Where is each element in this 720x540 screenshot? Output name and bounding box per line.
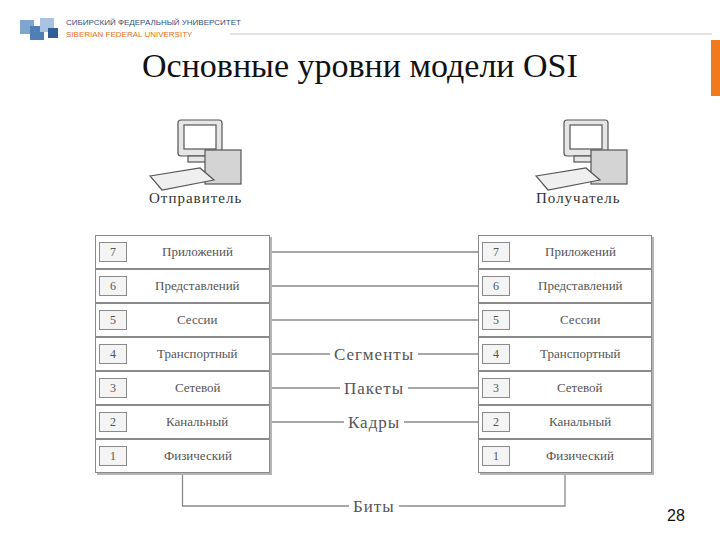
pdu-label: Биты — [349, 497, 399, 516]
pdu-label: Кадры — [344, 413, 404, 432]
layer-name: Приложений — [545, 244, 616, 260]
layer-number: 1 — [99, 446, 127, 466]
layer-number: 2 — [482, 412, 510, 432]
layer-number: 3 — [99, 378, 127, 398]
layer-number: 4 — [99, 344, 127, 364]
osi-layer-box: 7 Приложений — [478, 235, 652, 269]
logo-text: СИБИРСКИЙ ФЕДЕРАЛЬНЫЙ УНИВЕРСИТЕТ — [66, 18, 241, 27]
layer-number: 4 — [482, 344, 510, 364]
layer-number: 6 — [99, 276, 127, 296]
layer-number: 5 — [99, 310, 127, 330]
osi-layer-box: 3 Сетевой — [478, 371, 652, 405]
protocol-link — [272, 251, 478, 252]
station-label: Отправитель — [149, 190, 242, 207]
layer-name: Сетевой — [175, 380, 221, 396]
osi-layer-box: 7 Приложений — [95, 235, 270, 269]
layer-number: 5 — [482, 310, 510, 330]
layer-name: Канальный — [166, 414, 228, 430]
osi-layer-box: 4 Транспортный — [95, 337, 270, 371]
osi-layer-box: 5 Сессии — [478, 303, 652, 337]
page-number: 28 — [667, 507, 685, 525]
layer-number: 3 — [482, 378, 510, 398]
layer-name: Сессии — [177, 312, 217, 328]
protocol-link — [272, 285, 478, 286]
layer-name: Транспортный — [157, 346, 238, 362]
sender-computer — [150, 120, 241, 190]
osi-layer-box: 4 Транспортный — [478, 337, 652, 371]
osi-layer-box: 6 Представлений — [95, 269, 270, 303]
layer-number: 1 — [482, 446, 510, 466]
station-label: Получатель — [536, 190, 620, 207]
layer-name: Физический — [546, 448, 614, 464]
osi-layer-box: 2 Канальный — [95, 405, 270, 439]
layer-name: Транспортный — [540, 346, 621, 362]
university-logo — [20, 18, 58, 40]
layer-number: 7 — [99, 242, 127, 262]
layer-name: Сетевой — [557, 380, 603, 396]
layer-name: Представлений — [538, 278, 623, 294]
logo-text: SIBERIAN FEDERAL UNIVERSITY — [66, 30, 192, 39]
pdu-label: Сегменты — [330, 345, 418, 364]
receiver-computer — [536, 120, 627, 190]
pdu-label: Пакеты — [340, 379, 408, 398]
layer-name: Сессии — [560, 312, 600, 328]
layer-number: 2 — [99, 412, 127, 432]
layer-number: 6 — [482, 276, 510, 296]
layer-name: Приложений — [162, 244, 233, 260]
layer-name: Канальный — [549, 414, 611, 430]
header-rule — [230, 34, 712, 35]
osi-layer-box: 2 Канальный — [478, 405, 652, 439]
slide-title: Основные уровни модели OSI — [142, 47, 578, 85]
osi-layer-box: 6 Представлений — [478, 269, 652, 303]
osi-layer-box: 1 Физический — [478, 439, 652, 473]
osi-layer-box: 3 Сетевой — [95, 371, 270, 405]
layer-name: Физический — [164, 448, 232, 464]
protocol-link — [272, 319, 478, 320]
accent-bar — [711, 40, 720, 96]
osi-layer-box: 1 Физический — [95, 439, 270, 473]
layer-number: 7 — [482, 242, 510, 262]
layer-name: Представлений — [155, 278, 240, 294]
osi-layer-box: 5 Сессии — [95, 303, 270, 337]
